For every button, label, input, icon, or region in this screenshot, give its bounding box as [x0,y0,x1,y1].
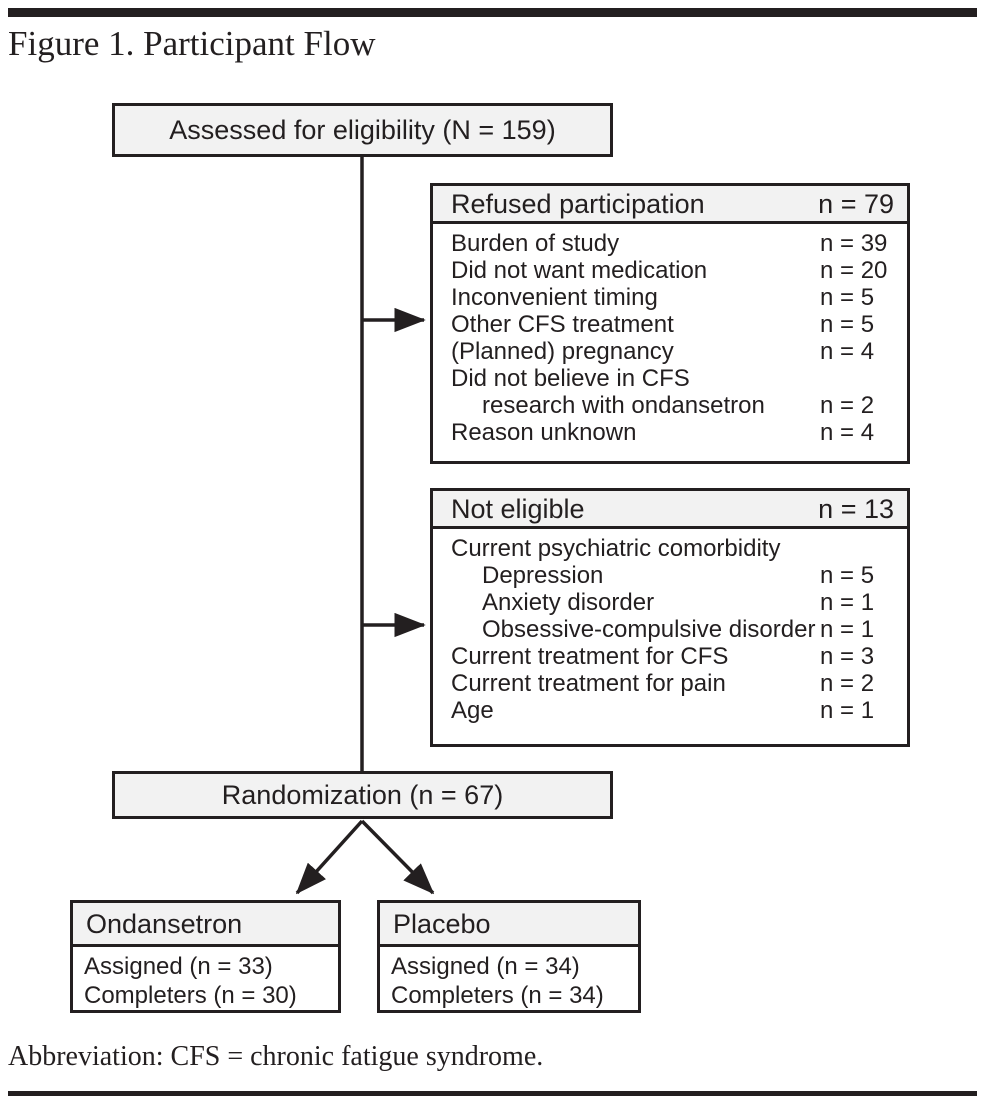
table-row: Age n = 1 [451,697,907,724]
refused-header-count: n = 79 [818,188,894,219]
not-eligible-header: Not eligible n = 13 [433,491,907,529]
row-label: Reason unknown [451,419,637,446]
row-label: research with ondansetron [482,392,765,419]
row-count: n = 20 [820,257,888,284]
table-row: Inconvenient timing n = 5 [451,284,907,311]
not-eligible-rows: Current psychiatric comorbidity Depressi… [433,529,907,744]
table-row: Burden of study n = 39 [451,230,907,257]
node-randomization: Randomization (n = 67) [112,771,613,819]
ondansetron-assigned: Assigned (n = 33) [84,953,273,980]
row-count: n = 4 [820,419,875,446]
row-count: n = 1 [820,589,875,616]
node-not-eligible: Not eligible n = 13 Current psychiatric … [430,488,910,747]
table-row: Current treatment for pain n = 2 [451,670,907,697]
placebo-header: Placebo [380,903,638,947]
row-label: Inconvenient timing [451,284,658,311]
node-refused-participation: Refused participation n = 79 Burden of s… [430,183,910,464]
row-label: Did not want medication [451,257,708,284]
placebo-assigned: Assigned (n = 34) [391,953,580,980]
row-label: Depression [482,562,604,589]
row-count: n = 5 [820,284,875,311]
assessed-label: Assessed for eligibility (N = 159) [169,115,556,145]
refused-header-title: Refused participation [451,188,705,219]
placebo-title: Placebo [393,908,491,939]
table-row: Current psychiatric comorbidity [451,535,907,562]
table-row: Depression n = 5 [451,562,907,589]
row-count: n = 4 [820,338,875,365]
row-label: Current treatment for pain [451,670,726,697]
row-label: Did not believe in CFS [451,365,690,392]
row-count: n = 2 [820,670,875,697]
row-label: (Planned) pregnancy [451,338,674,365]
placebo-body: Assigned (n = 34) Completers (n = 34) [380,947,638,1010]
row-label: Other CFS treatment [451,311,674,338]
refused-rows: Burden of study n = 39 Did not want medi… [433,224,907,461]
bottom-rule [8,1091,977,1096]
row-count: n = 1 [820,616,875,643]
row-count: n = 39 [820,230,888,257]
row-label: Burden of study [451,230,620,257]
table-row: Anxiety disorder n = 1 [451,589,907,616]
row-count: n = 5 [820,311,875,338]
row-count: n = 2 [820,392,875,419]
row-count: n = 5 [820,562,875,589]
table-row: Did not believe in CFS [451,365,907,392]
figure-title: Figure 1. Participant Flow [8,24,376,63]
node-assessed-for-eligibility: Assessed for eligibility (N = 159) [112,103,613,157]
table-row: research with ondansetron n = 2 [451,392,907,419]
node-arm-ondansetron: Ondansetron Assigned (n = 33) Completers… [70,900,341,1013]
row-label: Current treatment for CFS [451,643,729,670]
arrow-to-placebo [360,819,435,895]
table-row: Reason unknown n = 4 [451,419,907,446]
ondansetron-completers: Completers (n = 30) [84,982,297,1009]
row-label: Current psychiatric comorbidity [451,535,781,562]
table-row: Current treatment for CFS n = 3 [451,643,907,670]
placebo-completers: Completers (n = 34) [391,982,604,1009]
ondansetron-header: Ondansetron [73,903,338,947]
figure-footnote: Abbreviation: CFS = chronic fatigue synd… [8,1041,544,1072]
row-label: Age [451,697,494,724]
top-rule [8,8,977,17]
row-count: n = 1 [820,697,875,724]
not-eligible-header-count: n = 13 [818,493,894,524]
table-row: (Planned) pregnancy n = 4 [451,338,907,365]
table-row: Obsessive-compulsive disorder n = 1 [451,616,907,643]
node-arm-placebo: Placebo Assigned (n = 34) Completers (n … [377,900,641,1013]
row-label: Obsessive-compulsive disorder [482,616,816,643]
row-label: Anxiety disorder [482,589,655,616]
arrow-to-ondansetron [295,819,364,895]
row-count: n = 3 [820,643,875,670]
ondansetron-body: Assigned (n = 33) Completers (n = 30) [73,947,338,1010]
refused-header: Refused participation n = 79 [433,186,907,224]
table-row: Did not want medication n = 20 [451,257,907,284]
randomization-label: Randomization (n = 67) [221,780,504,810]
ondansetron-title: Ondansetron [86,908,243,939]
not-eligible-header-title: Not eligible [451,493,585,524]
table-row: Other CFS treatment n = 5 [451,311,907,338]
